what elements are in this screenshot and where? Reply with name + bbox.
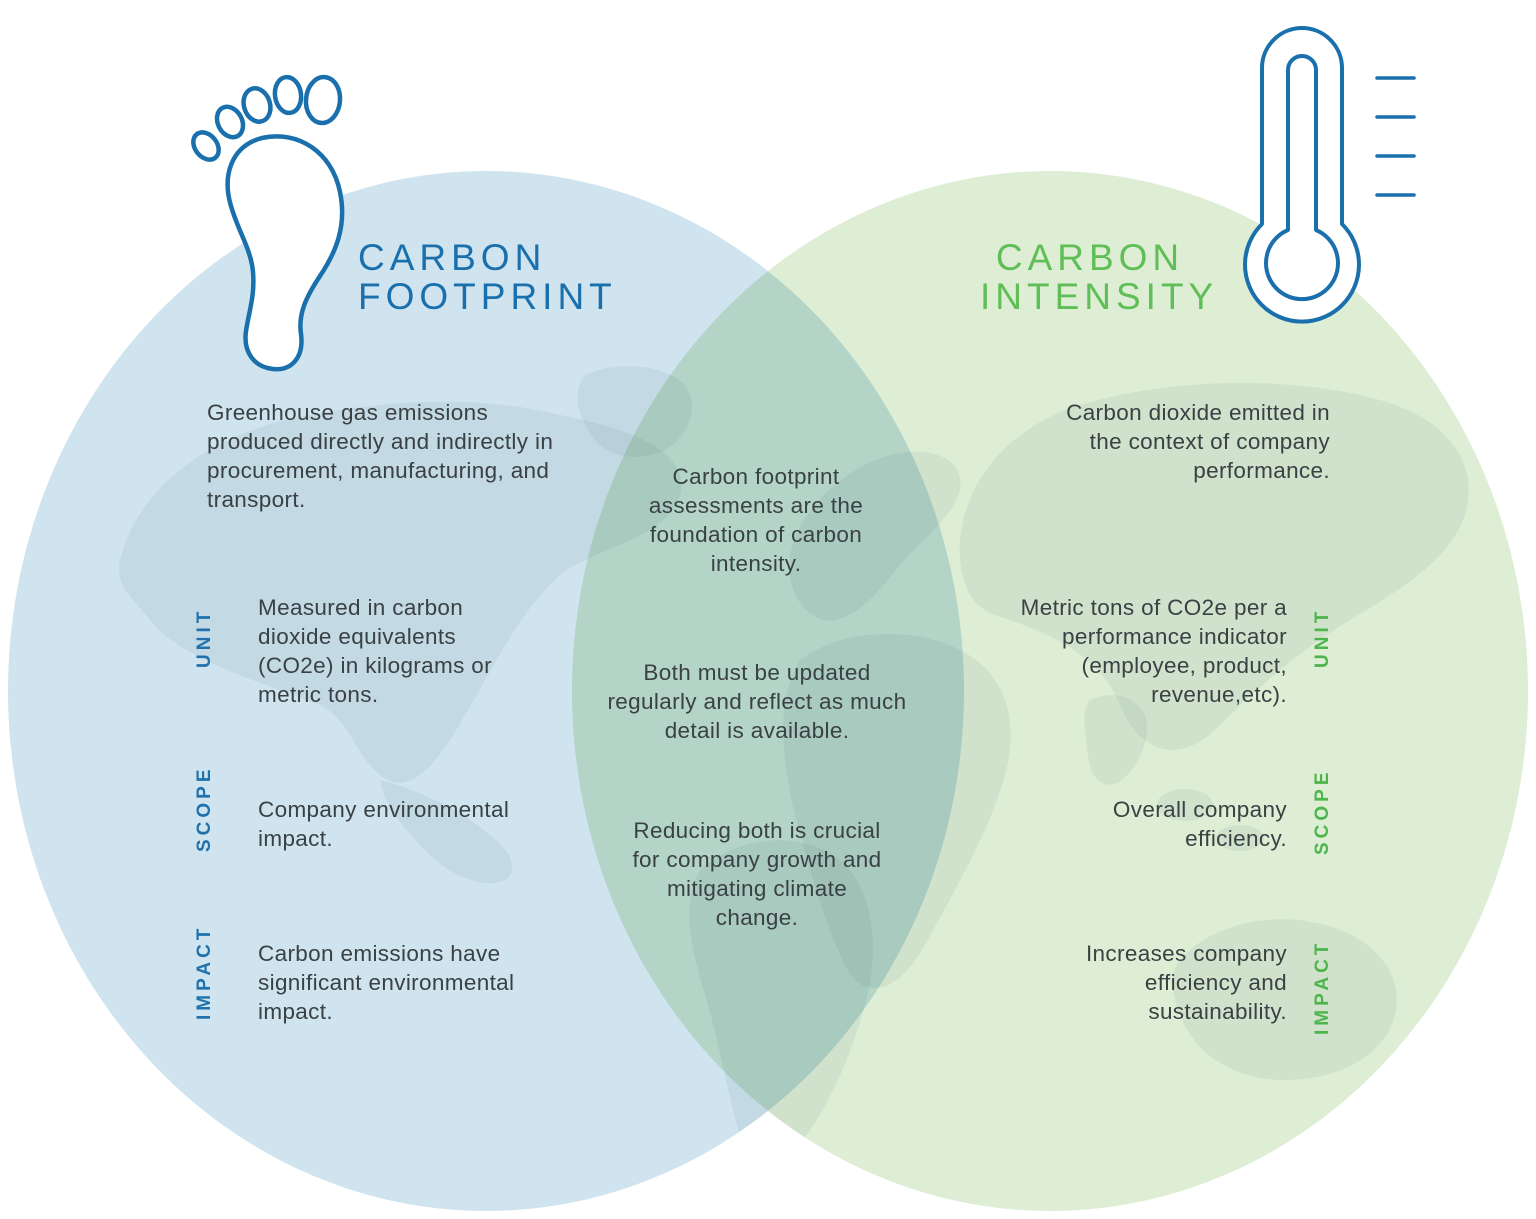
- carbon-intensity-title-line1: CARBON: [995, 237, 1185, 278]
- thermometer-icon: [1243, 26, 1416, 324]
- footprint-impact-text: Carbon emissions have significant enviro…: [258, 941, 515, 1024]
- overlap-item-2: Both must be updated regularly and refle…: [607, 660, 907, 743]
- footprint-impact-label: IMPACT: [194, 924, 215, 1020]
- intensity-description: Carbon dioxide emitted in the context of…: [1066, 400, 1330, 483]
- intensity-scope-text: Overall company efficiency.: [1112, 797, 1287, 851]
- carbon-footprint-title-line2: FOOTPRINT: [358, 276, 617, 317]
- intensity-impact-label: IMPACT: [1312, 939, 1333, 1035]
- footprint-description: Greenhouse gas emissions produced direct…: [207, 400, 554, 512]
- carbon-intensity-title: CARBON INTENSITY: [980, 237, 1219, 317]
- footprint-scope-label: SCOPE: [194, 765, 215, 852]
- intensity-unit-text: Metric tons of CO2e per a performance in…: [1020, 595, 1287, 707]
- overlap-item-3: Reducing both is crucial for company gro…: [632, 818, 882, 930]
- continents: [119, 366, 1469, 1164]
- intensity-scope-label: SCOPE: [1312, 768, 1333, 855]
- carbon-footprint-title: CARBON FOOTPRINT: [358, 238, 617, 316]
- footprint-unit-label: UNIT: [194, 607, 215, 668]
- thermometer-scale-ticks: [1375, 76, 1416, 197]
- footprint-icon: [191, 74, 345, 372]
- carbon-footprint-title-line1: CARBON: [358, 237, 547, 278]
- footprint-unit-text: Measured in carbon dioxide equivalents (…: [258, 595, 493, 707]
- intensity-unit-label: UNIT: [1312, 607, 1333, 668]
- intensity-impact-text: Increases company efficiency and sustain…: [1085, 941, 1287, 1024]
- footprint-scope-text: Company environmental impact.: [258, 797, 510, 851]
- carbon-intensity-title-line2: INTENSITY: [980, 276, 1219, 317]
- overlap-item-1: Carbon footprint assessments are the fou…: [648, 464, 864, 576]
